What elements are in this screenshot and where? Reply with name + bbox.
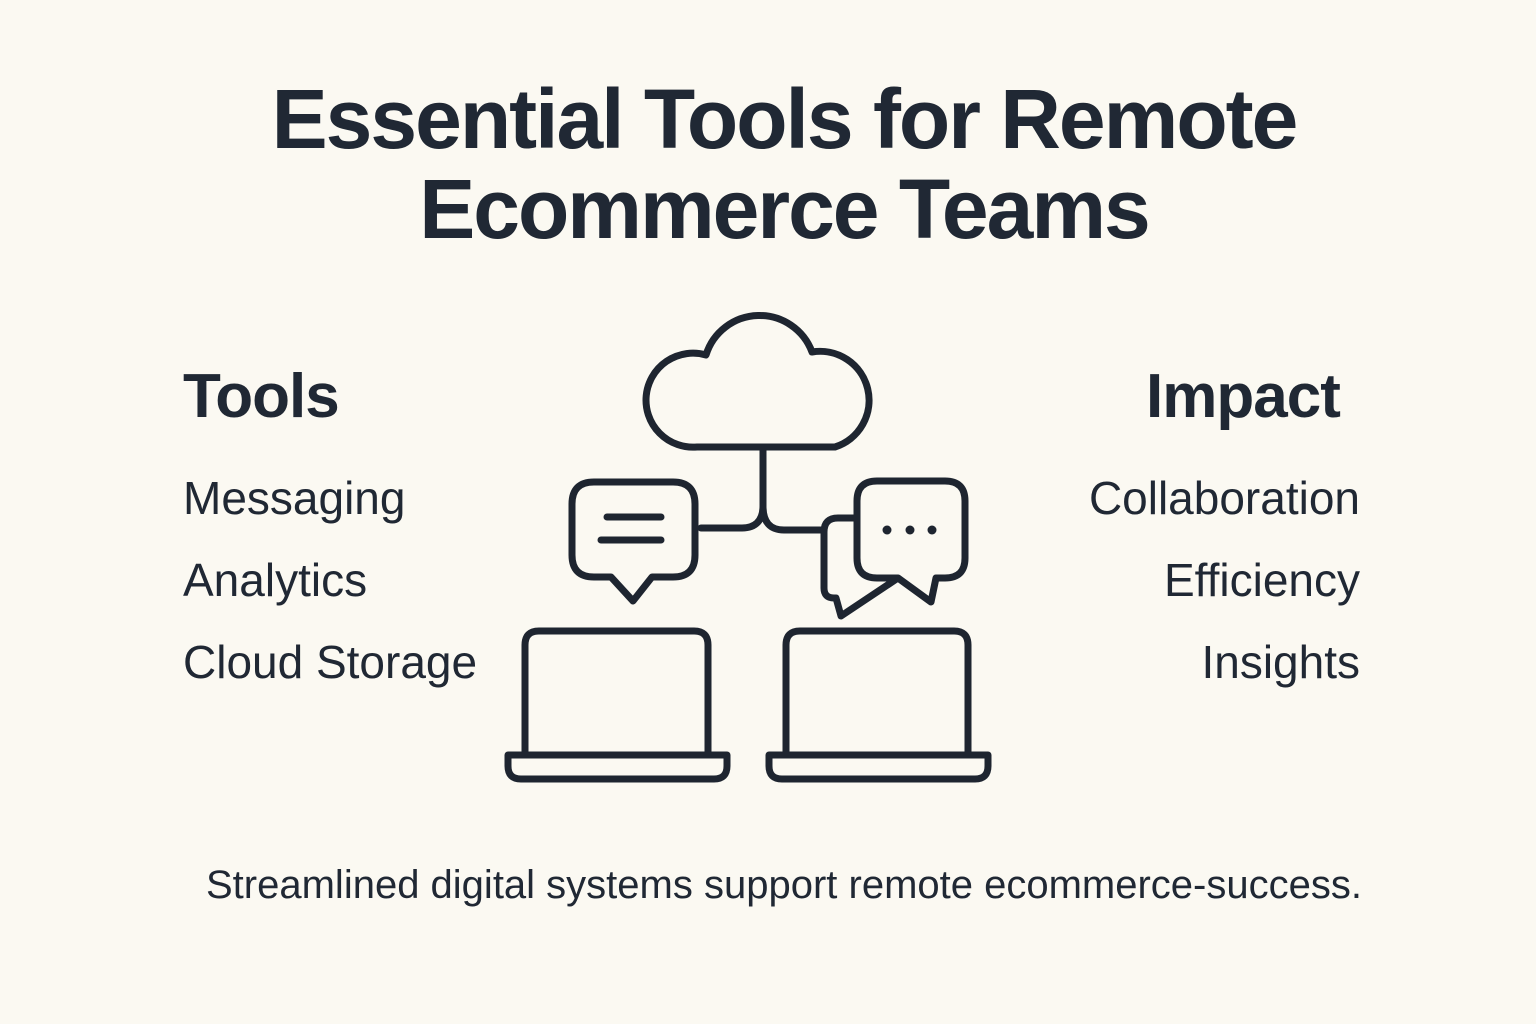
impact-item-efficiency: Efficiency [1163, 554, 1360, 606]
impact-column-header: Impact [1146, 362, 1341, 431]
impact-item-collaboration: Collaboration [1088, 472, 1360, 524]
page-title-line2: Ecommerce Teams [419, 162, 1151, 256]
message-bubble-icon [568, 478, 699, 605]
cloud-icon [642, 312, 873, 451]
laptop-icon [504, 627, 731, 783]
tools-item-messaging: Messaging [183, 472, 406, 524]
connector-lines [697, 438, 830, 534]
tools-column-header: Tools [183, 362, 340, 431]
caption-text: Streamlined digital systems support remo… [206, 863, 1362, 907]
infographic-illustration [504, 312, 992, 783]
chat-bubbles-icon [820, 477, 969, 620]
page-title-line1: Essential Tools for Remote [271, 72, 1299, 166]
impact-item-insights: Insights [1201, 636, 1360, 688]
laptop-icon [765, 627, 992, 783]
tools-item-cloud-storage: Cloud Storage [183, 636, 478, 688]
tools-item-analytics: Analytics [183, 554, 368, 606]
page-title: Essential Tools for Remote Ecommerce Tea… [32, 74, 1536, 254]
